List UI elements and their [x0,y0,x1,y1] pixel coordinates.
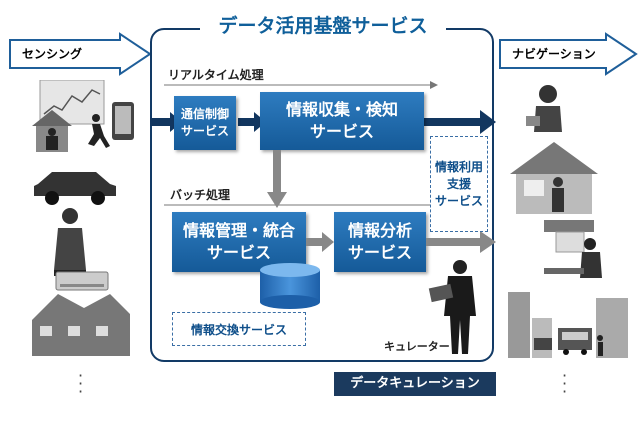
sensing-arrow [9,32,152,76]
collect-detect-text: 情報収集・検知 サービス [285,100,398,141]
navigation-label: ナビゲーション [512,47,596,61]
left-more-dots: ··· [78,366,84,401]
manage-integrate-service: 情報管理・統合 サービス [172,212,306,272]
comm-control-service: 通信制御 サービス [174,96,236,150]
manage-to-analysis-arrow [306,232,334,252]
platform-title: データ活用基盤サービス [200,12,446,40]
analysis-text: 情報分析 サービス [347,221,412,262]
analysis-service: 情報分析 サービス [334,212,426,272]
support-service: 情報利用 支援 サービス [430,136,488,232]
database-icon [260,263,320,309]
exchange-text: 情報交換サービス [190,322,287,337]
down-arrow [267,150,287,208]
navigation-illustrations [508,85,628,358]
batch-line [164,201,438,209]
curator-label: キュレーター [384,340,450,353]
comm-control-text: 通信制御 サービス [180,107,229,138]
batch-label: バッチ処理 [170,188,231,202]
curator-person-icon [428,260,476,354]
data-curation-bar: データキュレーション [334,372,496,396]
realtime-label: リアルタイム処理 [168,68,264,82]
collect-detect-service: 情報収集・検知 サービス [260,92,424,150]
realtime-line [164,81,438,89]
navigation-arrow [499,32,638,76]
manage-integrate-text: 情報管理・統合 サービス [182,221,295,262]
sensing-illustrations [32,80,134,356]
sensing-label: センシング [22,47,83,61]
right-more-dots: ··· [562,366,568,401]
support-text: 情報利用 支援 サービス [434,159,483,208]
exchange-service: 情報交換サービス [172,312,306,346]
analysis-out-arrow [426,231,496,253]
